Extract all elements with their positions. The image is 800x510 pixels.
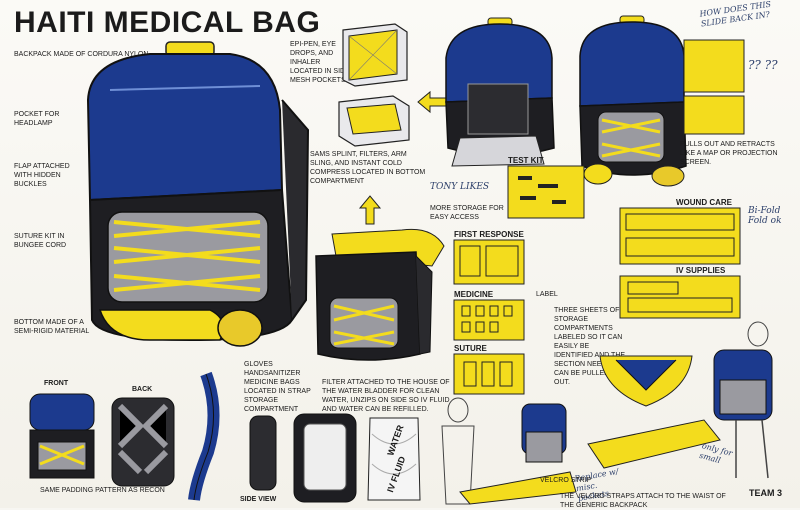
iv-supplies-panel bbox=[619, 275, 741, 319]
handwritten-bifold: Bi-Fold Fold ok bbox=[748, 206, 782, 226]
note-gloves: GLOVES HANDSANITIZER MEDICINE BAGS LOCAT… bbox=[244, 361, 311, 413]
main-backpack-sketch bbox=[86, 41, 310, 347]
note-velcro-straps: THE VELCRO STRAPS ATTACH TO THE WAIST OF… bbox=[560, 493, 726, 509]
section-suture: SUTURE bbox=[454, 344, 487, 353]
arrow-up-icon bbox=[358, 195, 382, 225]
storage-open-sketch bbox=[315, 228, 445, 361]
figure-with-backpack-sketch bbox=[441, 397, 577, 505]
bladder-pack-sketch bbox=[293, 413, 357, 503]
open-backpack-sketch bbox=[445, 17, 555, 167]
note-backpack-material: BACKPACK MADE OF CORDURA NYLON bbox=[14, 51, 149, 58]
medicine-panel bbox=[453, 299, 525, 341]
note-splint: SAMS SPLINT, FILTERS, ARM SLING, AND INS… bbox=[310, 151, 426, 185]
section-test-kit: TEST KIT bbox=[508, 156, 544, 165]
note-velcro-strip: VELCRO STRIP bbox=[540, 477, 592, 484]
side-pocket-sketch bbox=[338, 23, 410, 147]
page-title: HAITI MEDICAL BAG bbox=[14, 6, 321, 39]
handwritten-tony-likes: TONY LIKES bbox=[430, 182, 490, 192]
note-suture-kit: SUTURE KIT IN BUNGEE CORD bbox=[14, 233, 67, 249]
note-flap: FLAP ATTACHED WITH HIDDEN BUCKLES bbox=[14, 163, 70, 188]
label-front-view: FRONT bbox=[44, 380, 69, 387]
note-three-sheets: THREE SHEETS OF STORAGE COMPARTMENTS LAB… bbox=[554, 307, 626, 386]
section-medicine: MEDICINE bbox=[454, 290, 494, 299]
note-more-storage: MORE STORAGE FOR EASY ACCESS bbox=[430, 205, 504, 221]
stretcher-sketch bbox=[587, 419, 721, 469]
strap-sketch bbox=[188, 371, 220, 501]
suture-panel bbox=[453, 353, 525, 395]
label-back-view: BACK bbox=[132, 386, 153, 393]
note-label: LABEL bbox=[536, 291, 558, 298]
note-epipen: EPI-PEN, EYE DROPS, AND INHALER LOCATED … bbox=[290, 41, 350, 84]
label-side-view: SIDE VIEW bbox=[240, 496, 277, 503]
first-response-panel bbox=[453, 239, 525, 285]
note-filter: FILTER ATTACHED TO THE HOUSE OF THE WATE… bbox=[322, 379, 450, 413]
backpack-wearer-sketch bbox=[713, 321, 773, 479]
note-pulls-out: PULLS OUT AND RETRACTS LIKE A MAP OR PRO… bbox=[680, 141, 778, 166]
note-bottom-material: BOTTOM MADE OF A SEMI-RIGID MATERIAL bbox=[14, 319, 90, 335]
unfolded-pouch-sketch bbox=[599, 355, 693, 407]
note-padding: SAME PADDING PATTERN AS RECON bbox=[40, 487, 165, 494]
pullout-backpack-sketch bbox=[579, 15, 745, 187]
bladder-sketch bbox=[367, 417, 421, 501]
note-headlamp-pocket: POCKET FOR HEADLAMP bbox=[14, 111, 60, 127]
team-label: TEAM 3 bbox=[748, 488, 782, 498]
section-first-response: FIRST RESPONSE bbox=[454, 230, 524, 239]
section-wound-care: WOUND CARE bbox=[676, 198, 732, 207]
wound-care-panel bbox=[619, 207, 741, 265]
side-view-sketch bbox=[249, 415, 277, 491]
handwritten-question-marks: ?? ?? bbox=[748, 58, 778, 72]
front-view-sketch bbox=[29, 393, 95, 479]
back-view-sketch bbox=[111, 397, 175, 487]
test-kit-panel bbox=[507, 165, 585, 219]
section-iv-supplies: IV SUPPLIES bbox=[676, 266, 726, 275]
arrow-left-icon bbox=[417, 90, 447, 114]
